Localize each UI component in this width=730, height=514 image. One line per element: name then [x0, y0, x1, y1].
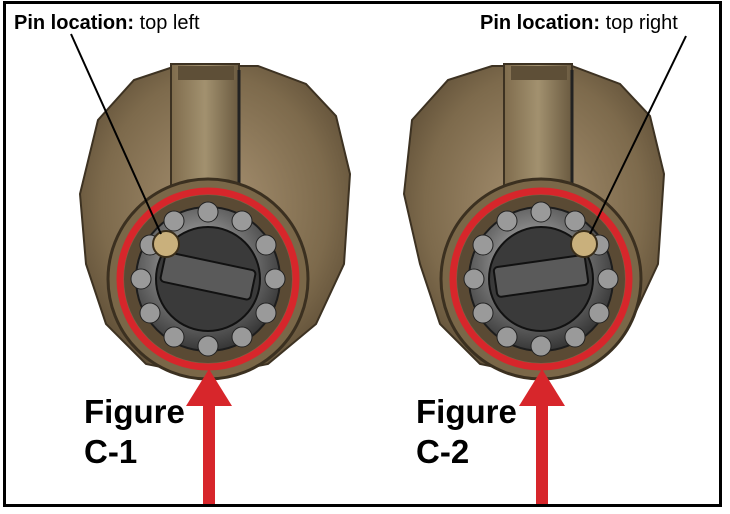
figure-word-c2: Figure	[416, 393, 517, 430]
keyway-left	[159, 251, 257, 301]
pin-location-label-left: Pin location: top left	[14, 12, 200, 35]
pin-location-value-left: top left	[139, 12, 200, 34]
figure-word-c1: Figure	[84, 393, 185, 430]
tailpiece-right	[503, 63, 573, 195]
pin-right	[570, 230, 598, 258]
highlight-ring-left	[116, 187, 300, 371]
tailpiece-left	[170, 63, 240, 195]
pin-left	[152, 230, 180, 258]
figure-caption-c2: Figure C-2	[416, 392, 517, 472]
lock-cylinder-left	[70, 33, 352, 504]
diagram-frame: Pin location: top left Pin location: top…	[3, 1, 722, 507]
pin-location-value-right: top right	[605, 12, 678, 34]
pin-location-label-right: Pin location: top right	[480, 12, 678, 35]
lock-cylinders-illustration	[70, 33, 687, 504]
leader-line-right	[589, 35, 687, 235]
arrow-head-right	[519, 369, 565, 406]
arrow-head-left	[186, 369, 232, 406]
lock-cylinder-right	[402, 35, 687, 504]
arrow-shaft-right	[536, 404, 548, 504]
figure-id-c1: C-1	[84, 433, 138, 470]
keyway-right	[492, 254, 590, 298]
tailpiece-top-right	[511, 66, 567, 80]
pin-location-prefix-right: Pin location:	[480, 12, 600, 34]
arrow-shaft-left	[203, 404, 215, 504]
tailpiece-top-left	[178, 66, 234, 80]
figure-caption-c1: Figure C-1	[84, 392, 185, 472]
plug-teeth-right	[463, 201, 619, 357]
pin-location-prefix-left: Pin location:	[14, 12, 134, 34]
figure-id-c2: C-2	[416, 433, 470, 470]
highlight-ring-right	[449, 187, 633, 371]
plug-teeth-left	[130, 201, 286, 357]
leader-line-left	[70, 33, 162, 235]
